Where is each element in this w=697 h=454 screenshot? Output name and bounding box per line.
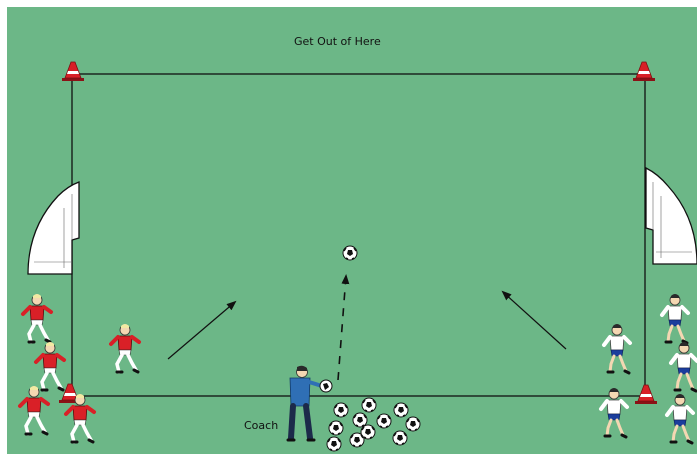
served-ball — [343, 246, 357, 260]
coach-label: Coach — [244, 419, 278, 432]
diagram-title: Get Out of Here — [294, 35, 381, 48]
